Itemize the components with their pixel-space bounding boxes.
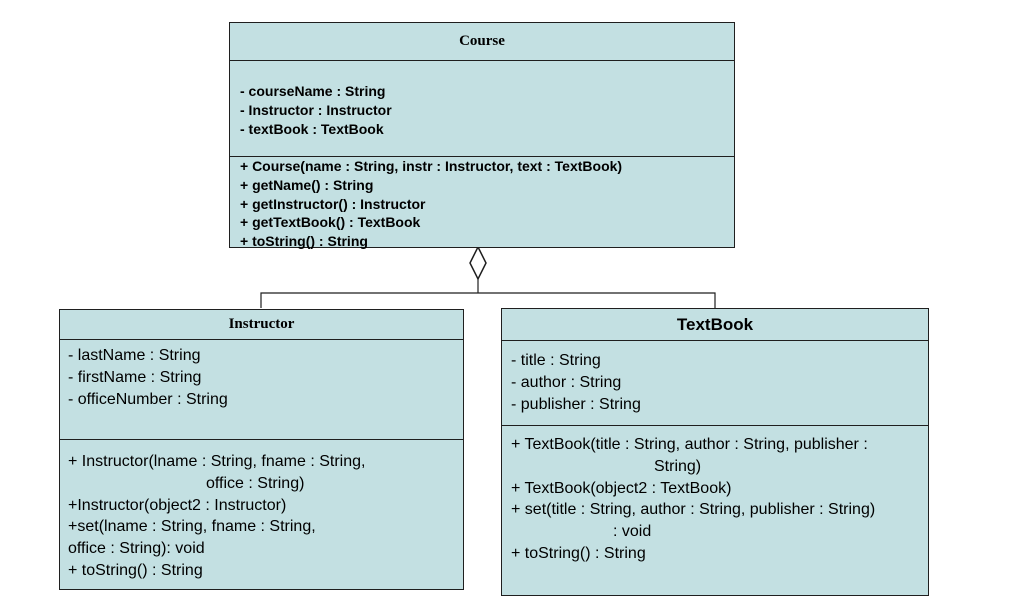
method: + toString() : String: [511, 544, 646, 562]
method: : void: [613, 523, 652, 541]
method: String): [654, 457, 702, 475]
attribute: - Instructor : Instructor: [240, 101, 392, 118]
method: + getInstructor() : Instructor: [240, 195, 426, 212]
method: + getName() : String: [240, 176, 374, 193]
textbook-methods: + TextBook(title : String, author : Stri…: [502, 426, 928, 595]
attribute: - lastName : String: [68, 347, 201, 364]
method: + TextBook(title : String, author : Stri…: [511, 436, 868, 453]
attribute: - publisher : String: [511, 395, 641, 413]
attribute: - author : String: [511, 373, 622, 391]
instructor-methods: + Instructor(lname : String, fname : Str…: [60, 440, 463, 589]
attribute: - textBook : TextBook: [240, 120, 384, 137]
textbook-class-name: TextBook: [502, 309, 928, 341]
textbook-class[interactable]: TextBook - title : String - author : Str…: [501, 308, 929, 596]
attribute: - title : String: [511, 352, 601, 369]
attribute: - firstName : String: [68, 368, 202, 386]
course-class-name: Course: [230, 23, 734, 61]
method: office : String): void: [68, 540, 205, 558]
attribute: - courseName : String: [240, 83, 386, 99]
aggregation-diamond-icon: [469, 245, 487, 281]
method: + getTextBook() : TextBook: [240, 214, 421, 231]
course-attributes: - courseName : String - Instructor : Ins…: [230, 61, 734, 157]
textbook-attributes: - title : String - author : String - pub…: [502, 341, 928, 426]
method: + TextBook(object2 : TextBook): [511, 479, 732, 497]
method: +set(lname : String, fname : String,: [68, 518, 316, 536]
instructor-class[interactable]: Instructor - lastName : String - firstNa…: [59, 309, 464, 590]
course-methods: + Course(name : String, instr : Instruct…: [230, 157, 734, 249]
method: + set(title : String, author : String, p…: [511, 501, 876, 519]
connector-lines: [260, 292, 716, 309]
method: + Instructor(lname : String, fname : Str…: [68, 453, 366, 470]
method: +Instructor(object2 : Instructor): [68, 496, 287, 514]
method: + toString() : String: [240, 233, 368, 250]
instructor-class-name: Instructor: [60, 310, 463, 340]
method: office : String): [206, 474, 305, 492]
method: + toString() : String: [68, 561, 203, 579]
instructor-attributes: - lastName : String - firstName : String…: [60, 340, 463, 440]
method: + Course(name : String, instr : Instruct…: [240, 158, 623, 174]
attribute: - officeNumber : String: [68, 390, 228, 408]
course-class[interactable]: Course - courseName : String - Instructo…: [229, 22, 735, 249]
